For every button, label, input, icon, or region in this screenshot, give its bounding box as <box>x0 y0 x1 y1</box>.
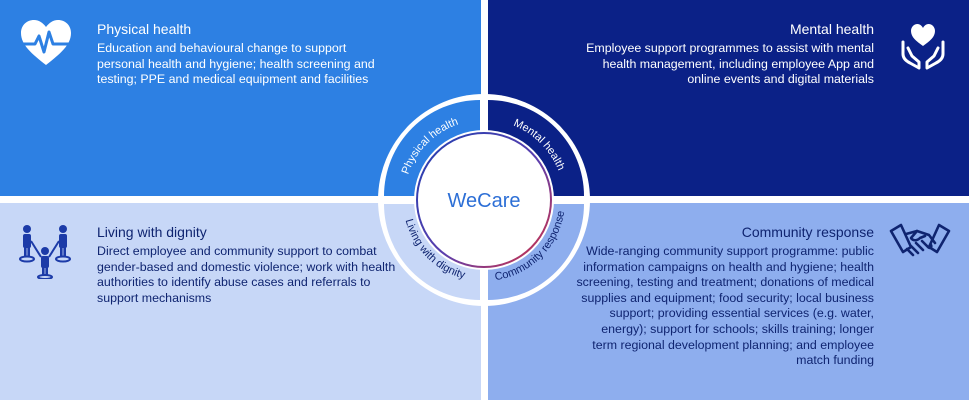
handshake-icon <box>889 221 951 270</box>
living-with-dignity-description: Direct employee and community support to… <box>97 244 396 305</box>
physical-health-title: Physical health <box>97 21 192 37</box>
center-label: WeCare <box>448 190 521 212</box>
community-response-description: Wide-ranging community support programme… <box>576 244 874 368</box>
physical-health-description: Education and behavioural change to supp… <box>97 41 375 87</box>
mental-health-description: Employee support programmes to assist wi… <box>586 41 874 87</box>
quadrant-physical-health: Physical health Education and behavioura… <box>0 0 481 196</box>
heart-pulse-icon <box>18 18 74 73</box>
quadrant-community-response: Community response Wide-ranging communit… <box>488 203 969 400</box>
mental-health-title: Mental health <box>789 21 874 37</box>
people-network-icon <box>18 223 72 284</box>
center-gradient-ring <box>416 132 552 268</box>
quadrant-living-with-dignity: Living with dignity Direct employee and … <box>0 203 481 400</box>
hands-heart-icon <box>899 22 947 77</box>
living-with-dignity-title: Living with dignity <box>97 224 207 240</box>
community-response-title: Community response <box>741 224 874 240</box>
